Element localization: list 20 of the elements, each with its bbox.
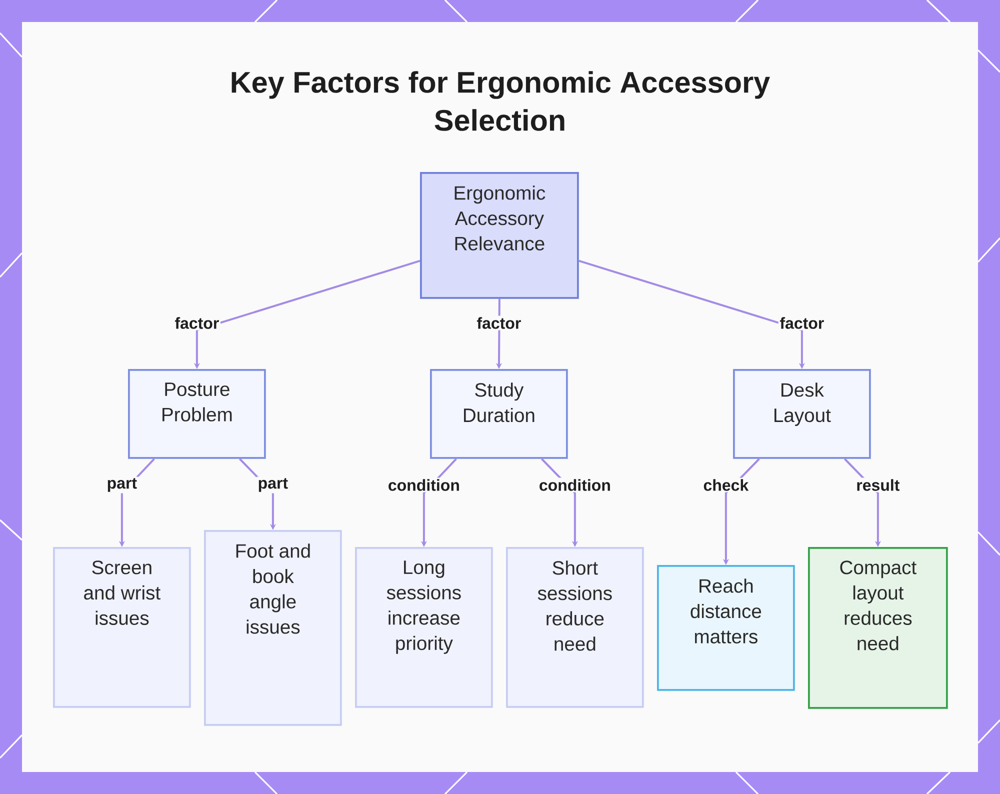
detail-box: Compact layout reduces need (808, 547, 948, 709)
category-box: Desk Layout (733, 369, 871, 459)
detail-box: Short sessions reduce need (506, 547, 644, 708)
edge-label: factor (778, 316, 826, 330)
edge-label: check (702, 478, 750, 492)
detail-box: Reach distance matters (657, 565, 795, 691)
detail-box: Long sessions increase priority (355, 547, 493, 708)
edge-label: condition (538, 478, 612, 492)
root-box: Ergonomic Accessory Relevance (420, 172, 579, 299)
detail-box: Foot and book angle issues (204, 530, 342, 726)
edge-label: factor (173, 316, 220, 330)
edge-label: condition (386, 478, 462, 492)
detail-box: Screen and wrist issues (53, 547, 191, 708)
category-box: Study Duration (430, 369, 568, 459)
edge-label: result (854, 478, 902, 492)
title: Key Factors for Ergonomic Accessory Selection (232, 71, 770, 131)
edge-label: factor (475, 316, 522, 330)
edge-label: part (106, 476, 138, 494)
edge-label: part (256, 476, 290, 494)
category-box: Posture Problem (128, 369, 266, 459)
